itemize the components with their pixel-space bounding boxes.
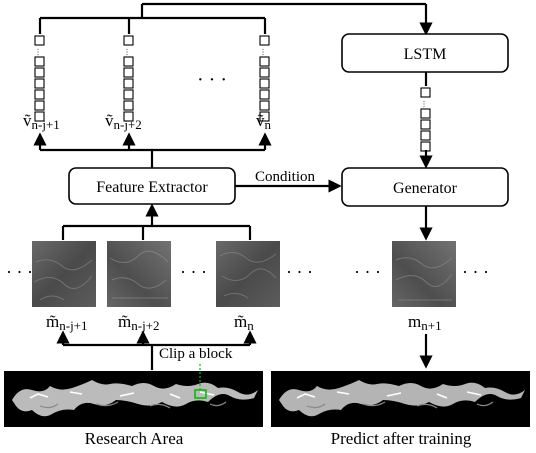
vector-cell [34,78,45,89]
vector-cell [259,56,270,67]
vector-cell [34,100,45,111]
vector-cell [34,89,45,100]
vector-cell [34,35,45,46]
feature-extractor-label: Feature Extractor [96,179,208,196]
feature-vector-stack-1: … [34,35,45,122]
patch-dots-left: · · · [6,262,33,282]
vector-label-1: ṽn-j+1 [23,111,60,132]
lstm-label: LSTM [404,46,447,63]
vector-cell [259,67,270,78]
vector-dots: · · · [197,69,227,91]
vector-cell [34,111,45,122]
vector-cell [123,78,134,89]
patches-to-extractor-connector [61,203,252,240]
vector-ellipsis: … [422,100,431,108]
patch-dots-middle: · · · [180,262,207,282]
vector-cell [123,89,134,100]
vector-cell [420,108,431,119]
vector-cell [420,119,431,130]
vector-cell [259,89,270,100]
predicted-map [271,371,530,427]
vector-cell [420,130,431,141]
feature-vector-stack-3: … [259,35,270,122]
top-connector [38,2,433,36]
patch-dots-right: · · · [286,262,313,282]
research-area-map [4,364,263,427]
vector-cell [123,100,134,111]
vector-cell [259,100,270,111]
patch-image-3 [216,241,280,307]
lstm-node: LSTM [341,33,509,73]
patch-image-predicted [392,241,456,307]
clip-label: Clip a block [159,346,233,362]
vector-cell [259,78,270,89]
vector-ellipsis: … [125,48,134,56]
vector-cell [34,67,45,78]
generator-node: Generator [341,167,509,207]
patch-image-2 [107,241,171,307]
vector-cell [259,111,270,122]
vector-label-3: ṽn [256,111,272,132]
vector-cell [420,87,431,98]
vector-cell [259,35,270,46]
extractor-to-vectors-connector [33,132,272,168]
patch-image-1 [32,241,96,307]
vector-ellipsis: … [261,48,270,56]
patch-label-3: m̃n [234,312,254,333]
lstm-output-vector-stack: … [420,87,431,152]
vector-cell [123,111,134,122]
vector-cell [123,56,134,67]
predict-caption: Predict after training [331,429,472,448]
generator-label: Generator [393,180,458,197]
patch-label-1: m̃n-j+1 [46,312,88,333]
feature-extractor-node: Feature Extractor [68,167,236,205]
clip-connector [56,330,257,370]
research-area-caption: Research Area [85,429,184,448]
vector-cell [420,141,431,152]
condition-label: Condition [255,169,316,185]
patch-dots-pred-right: · · · [462,262,489,282]
feature-vector-stack-2: … [123,35,134,122]
vector-cell [34,56,45,67]
vector-label-2: ṽn-j+2 [105,111,142,132]
vector-ellipsis: … [36,48,45,56]
patch-dots-pred-left: · · · [354,262,381,282]
patch-label-predicted: mn+1 [408,312,442,333]
vector-cell [123,67,134,78]
patch-label-2: m̃n-j+2 [118,312,160,333]
vector-cell [123,35,134,46]
